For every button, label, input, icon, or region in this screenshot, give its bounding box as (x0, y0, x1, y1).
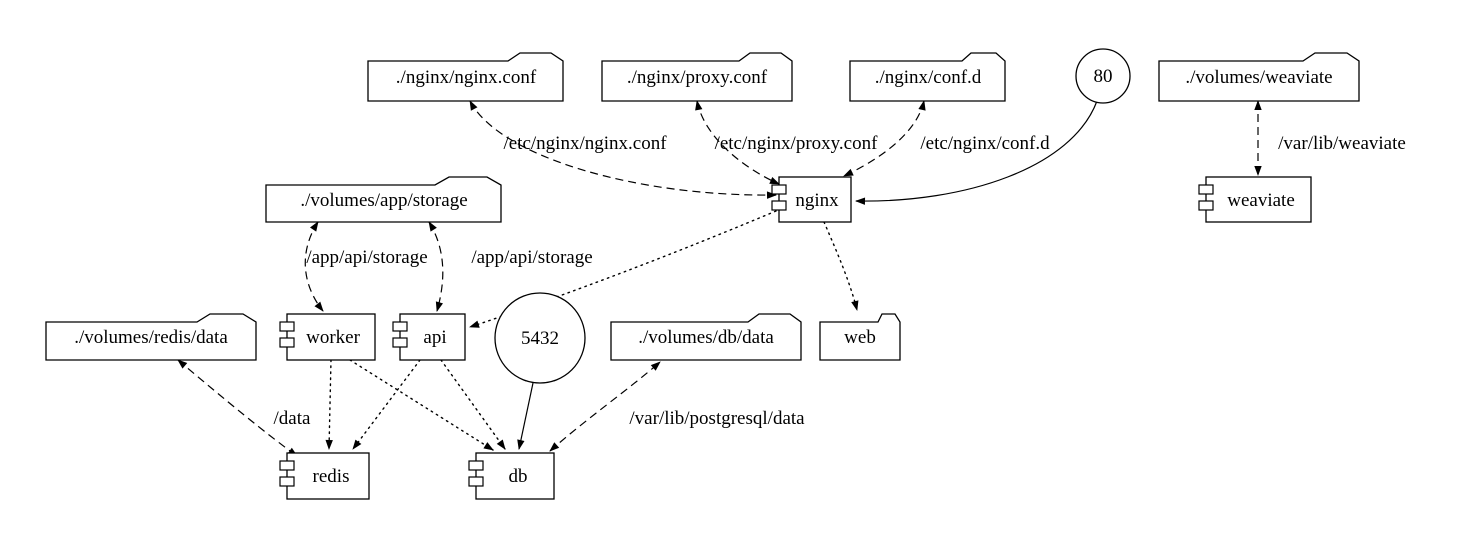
component-shape (286, 452, 370, 500)
edge-label: /var/lib/weaviate (1278, 133, 1406, 154)
edge-db-data-to-db (549, 361, 661, 452)
edge-worker-to-db (349, 359, 494, 451)
node-volumes-weaviate: ./volumes/weaviate (1158, 52, 1360, 102)
edge-label: /etc/nginx/proxy.conf (715, 133, 879, 154)
edge-app-storage-to-worker (304, 221, 324, 312)
component-tab-icon (468, 476, 484, 487)
folder-shape (367, 52, 564, 102)
node-label: 5432 (521, 328, 559, 349)
node-volumes-redis-data: ./volumes/redis/data (45, 313, 257, 361)
node-api: api (392, 313, 466, 361)
component-shape (399, 313, 466, 361)
edge-port-5432-to-db (517, 382, 534, 450)
component-tab-icon (279, 321, 295, 332)
node-label: ./volumes/app/storage (300, 190, 467, 211)
edge-conf-d-to-nginx (843, 100, 926, 177)
node-volumes-app-storage: ./volumes/app/storage (265, 176, 502, 223)
node-nginx: nginx (771, 176, 852, 223)
node-web: web (819, 313, 901, 361)
port-circle (494, 292, 586, 384)
node-label: ./nginx/proxy.conf (627, 67, 768, 88)
component-shape (778, 176, 852, 223)
node-weaviate: weaviate (1198, 176, 1312, 223)
edge-proxy-conf-to-nginx (695, 100, 780, 185)
component-tab-icon (771, 200, 787, 211)
port-circle (1075, 48, 1131, 104)
folder-shape (45, 313, 257, 361)
folder-shape (610, 313, 802, 361)
folder-shape (819, 313, 901, 361)
node-port-80: 80 (1075, 48, 1131, 104)
node-label: ./nginx/nginx.conf (396, 67, 537, 88)
node-label: nginx (795, 190, 839, 211)
node-label: ./nginx/conf.d (875, 67, 982, 88)
component-shape (475, 452, 555, 500)
node-port-5432: 5432 (494, 292, 586, 384)
edge-label: /etc/nginx/conf.d (920, 133, 1050, 154)
component-tab-icon (392, 321, 408, 332)
node-label: weaviate (1227, 190, 1295, 211)
node-volumes-db-data: ./volumes/db/data (610, 313, 802, 361)
edge-port-80-to-nginx (855, 100, 1098, 205)
node-label: ./volumes/db/data (638, 327, 774, 348)
node-label: 80 (1094, 66, 1113, 87)
node-label: redis (313, 466, 350, 487)
node-label: ./volumes/redis/data (74, 327, 228, 348)
node-conf-d: ./nginx/conf.d (849, 52, 1006, 102)
node-label: db (509, 466, 528, 487)
edge-redis-data-to-redis (177, 359, 298, 457)
component-tab-icon (279, 337, 295, 348)
edge-nginx-to-web (823, 221, 859, 311)
component-tab-icon (468, 460, 484, 471)
nodes-layer: ./nginx/nginx.conf ./nginx/proxy.conf ./… (45, 48, 1360, 500)
folder-shape (601, 52, 793, 102)
component-tab-icon (1198, 200, 1214, 211)
node-label: api (423, 327, 446, 348)
node-proxy-conf: ./nginx/proxy.conf (601, 52, 793, 102)
component-tab-icon (771, 184, 787, 195)
component-tab-icon (279, 460, 295, 471)
component-tab-icon (279, 476, 295, 487)
component-shape (286, 313, 376, 361)
edge-label: /data (274, 408, 311, 429)
edge-api-to-db (440, 359, 506, 450)
edge-label: /etc/nginx/nginx.conf (503, 133, 667, 154)
edge-api-to-redis (352, 359, 421, 450)
node-label: worker (306, 327, 360, 348)
edge-label: /app/api/storage (306, 247, 427, 268)
folder-shape (1158, 52, 1360, 102)
node-db: db (468, 452, 555, 500)
node-worker: worker (279, 313, 376, 361)
node-nginx-conf: ./nginx/nginx.conf (367, 52, 564, 102)
folder-shape (265, 176, 502, 223)
component-shape (1205, 176, 1312, 223)
edge-labels-layer: /etc/nginx/nginx.conf /etc/nginx/proxy.c… (274, 133, 1406, 429)
edge-nginx-conf-to-nginx (469, 100, 777, 199)
edge-worker-to-redis (325, 359, 333, 450)
component-tab-icon (392, 337, 408, 348)
folder-shape (849, 52, 1006, 102)
edge-label: /var/lib/postgresql/data (629, 408, 805, 429)
edge-app-storage-to-api (428, 221, 444, 312)
component-tab-icon (1198, 184, 1214, 195)
edge-label: /app/api/storage (471, 247, 592, 268)
node-redis: redis (279, 452, 370, 500)
node-label: ./volumes/weaviate (1185, 67, 1332, 88)
node-label: web (844, 327, 876, 348)
